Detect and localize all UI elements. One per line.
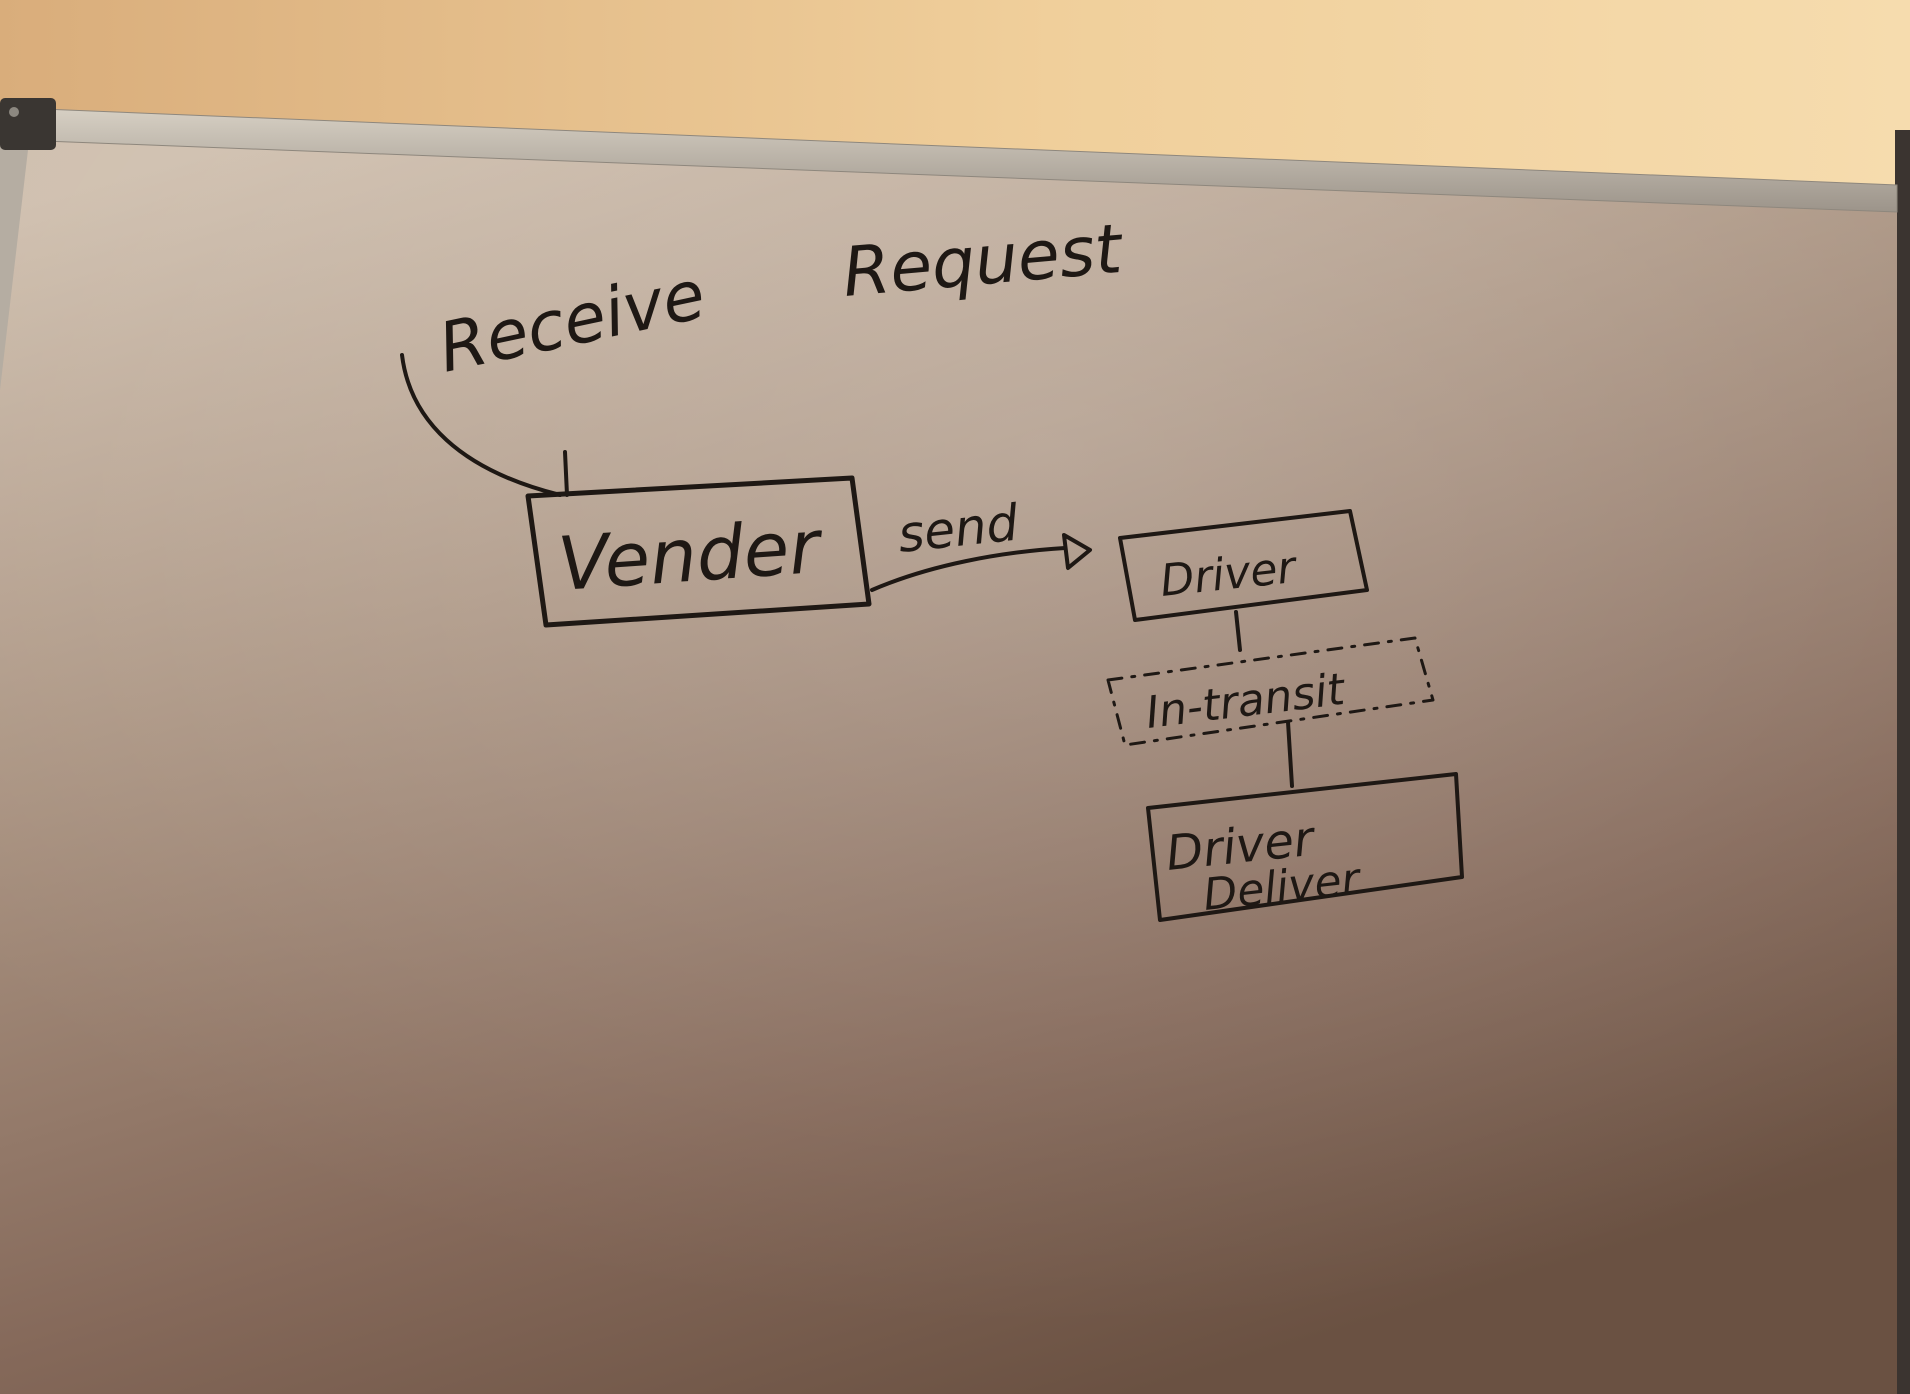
frame-corner-bracket (0, 98, 56, 150)
incoming-arrow-tick (563, 450, 569, 497)
whiteboard-glow (0, 128, 1897, 1394)
incoming-request-arrow (400, 353, 562, 497)
in-transit-box (1106, 636, 1435, 747)
driver-box (1118, 509, 1369, 622)
send-arrow-head (1062, 533, 1092, 570)
whiteboard-frame-left (0, 118, 28, 390)
right-edge-shadow (1895, 130, 1910, 1394)
vender-label: Vender (555, 504, 827, 608)
send-arrow-line (870, 546, 1067, 592)
driver-deliver-box (1146, 772, 1464, 922)
send-label: send (895, 494, 1021, 564)
vender-box (525, 475, 872, 628)
frame-screw (9, 107, 19, 117)
connector-driver-intransit (1234, 610, 1242, 652)
connector-intransit-deliver (1286, 720, 1294, 788)
